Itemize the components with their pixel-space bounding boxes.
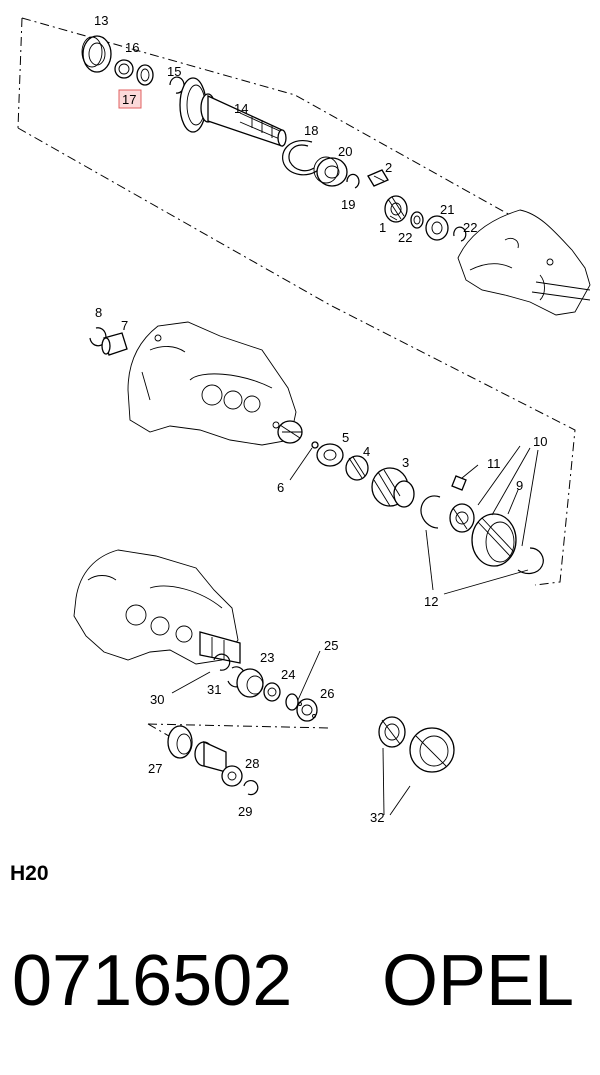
- callout-7: 7: [121, 318, 128, 333]
- callout-22a: 22: [398, 230, 412, 245]
- highlighted-callout-box: [118, 89, 142, 109]
- callout-9: 9: [516, 478, 523, 493]
- callout-6: 6: [277, 480, 284, 495]
- callout-28: 28: [245, 756, 259, 771]
- callout-17: 17: [122, 92, 136, 107]
- callout-27: 27: [148, 761, 162, 776]
- callout-21: 21: [440, 202, 454, 217]
- callout-23: 23: [260, 650, 274, 665]
- callout-25: 25: [324, 638, 338, 653]
- callout-5: 5: [342, 430, 349, 445]
- section-frames: [17, 17, 576, 749]
- callout-24: 24: [281, 667, 295, 682]
- callout-26: 26: [320, 686, 334, 701]
- callout-19: 19: [341, 197, 355, 212]
- callout-2: 2: [385, 160, 392, 175]
- callout-11: 11: [487, 456, 501, 471]
- callout-29: 29: [238, 804, 252, 819]
- callout-8: 8: [95, 305, 102, 320]
- callout-14: 14: [234, 101, 248, 116]
- callout-22b: 22: [463, 220, 477, 235]
- callout-labels: 13 16 17 15 14 18 20 19 2 1 22 21 22 8 7…: [94, 13, 547, 825]
- callout-15: 15: [167, 64, 181, 79]
- lower-assembly: [73, 549, 455, 796]
- exploded-parts-diagram: 13 16 17 15 14 18 20 19 2 1 22 21 22 8 7…: [17, 13, 591, 825]
- callout-16: 16: [125, 40, 139, 55]
- brand-name: OPEL: [382, 941, 575, 1021]
- callout-18: 18: [304, 123, 318, 138]
- top-shaft-assembly: [81, 35, 591, 316]
- middle-assembly: [89, 321, 544, 575]
- callout-12: 12: [424, 594, 438, 609]
- callout-3: 3: [402, 455, 409, 470]
- callout-30: 30: [150, 692, 164, 707]
- part-number: 0716502: [12, 941, 293, 1021]
- callout-4: 4: [363, 444, 370, 459]
- callout-32: 32: [370, 810, 384, 825]
- callout-1: 1: [379, 220, 386, 235]
- callout-13: 13: [94, 13, 108, 28]
- callout-10: 10: [533, 434, 547, 449]
- part-identifier-row: 0716502 OPEL: [12, 945, 592, 1035]
- model-code: H20: [10, 862, 49, 885]
- callout-31: 31: [207, 682, 221, 697]
- leader-lines: [171, 215, 539, 816]
- callout-20: 20: [338, 144, 352, 159]
